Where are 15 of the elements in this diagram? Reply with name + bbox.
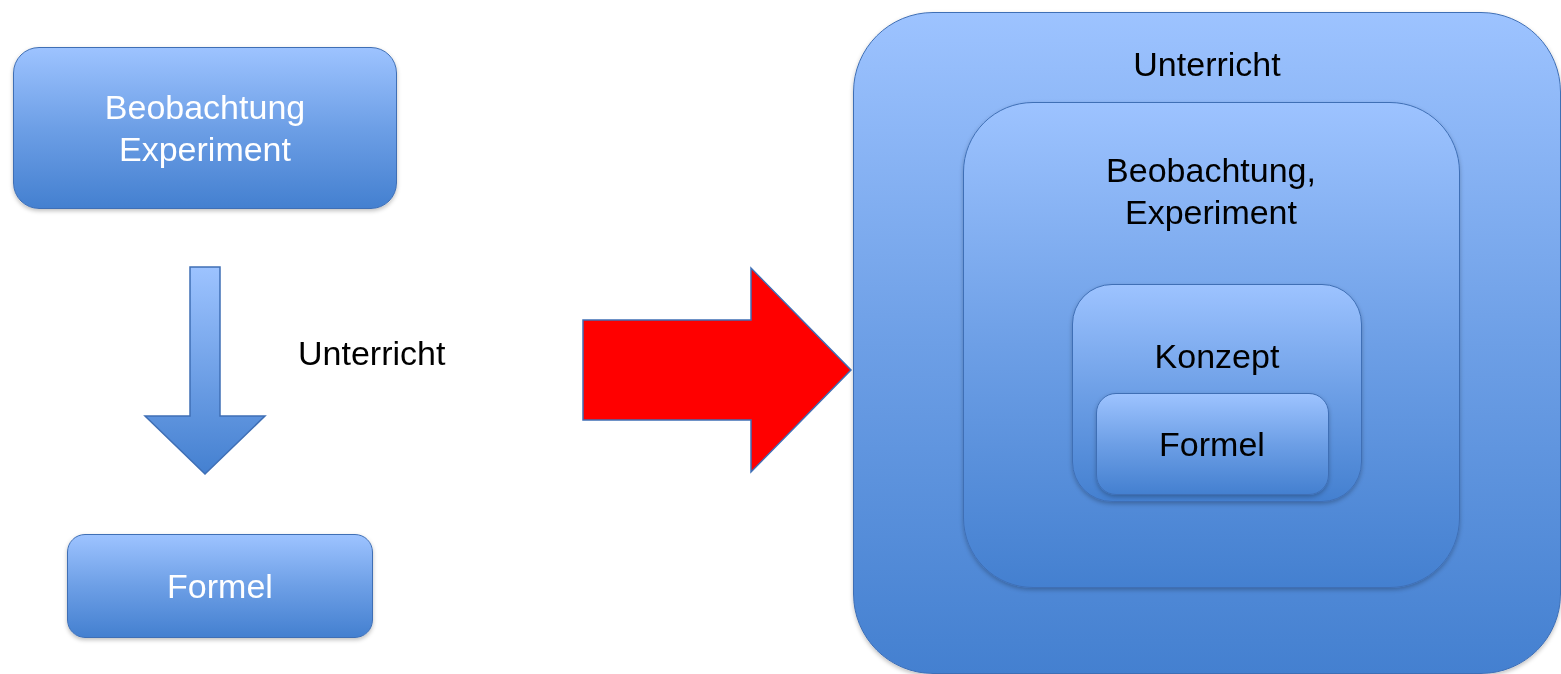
box-label: Unterricht [1133,44,1281,85]
box-label: Konzept [1154,336,1280,377]
box-label: Beobachtung Experiment [103,87,307,170]
box-label: Formel [1159,423,1265,465]
edge-label: Unterricht [298,333,446,374]
rounded-box [853,12,1561,674]
rounded-box [962,101,1460,588]
rounded-box [67,534,373,638]
box-label: Beobachtung, Experiment [1105,149,1317,233]
box-label: Formel [167,566,273,607]
rounded-box [1095,392,1329,495]
block-arrow [143,266,267,476]
rounded-box [13,47,397,209]
rounded-box [1072,284,1362,502]
block-arrow [582,266,853,474]
